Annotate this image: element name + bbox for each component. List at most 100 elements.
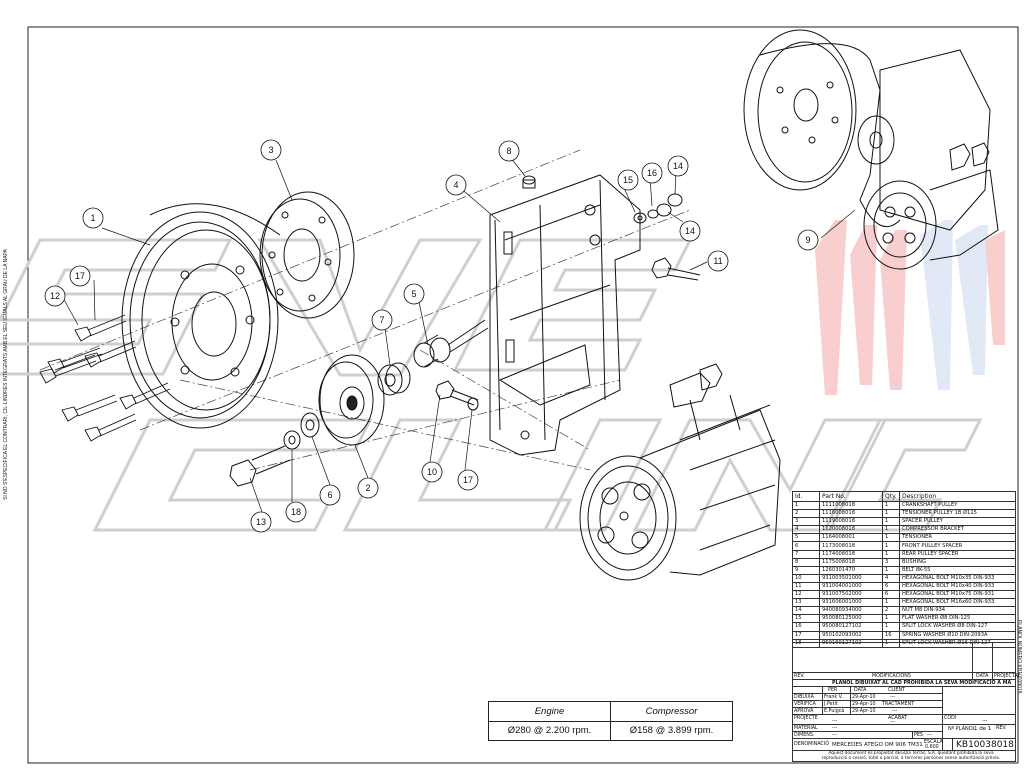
bom-cell-part-no: 1173008018: [819, 541, 883, 551]
rpm-value-engine: Ø280 @ 2.200 rpm.: [488, 720, 611, 741]
tb-plano-label: Nº PLÀNOL: [948, 726, 976, 732]
tb-cad-notice: PLÀNOL DIBUIXAT AL CAD PROHIBIDA LA SEVA…: [832, 680, 1012, 686]
tb-tractament-value: ---: [892, 708, 898, 714]
tb-verifica-by: J.Petit: [824, 701, 838, 707]
callout-16: 16: [646, 168, 657, 178]
bom-cell-description: SPRING WASHER Ø10 DIN-2093A: [899, 630, 1016, 640]
bom-cell-description: HEXAGONAL BOLT M10x35 DIN-933: [899, 573, 1016, 583]
bom-cell-id: 6: [792, 541, 820, 551]
tb-client-label: CLIENT: [888, 687, 905, 693]
bom-cell-id: 4: [792, 525, 820, 535]
bom-cell-part-no: 1164008001: [819, 533, 883, 543]
bom-cell-description: FRONT PULLEY SPACER: [899, 541, 1016, 551]
tb-tractament-label: TRACTAMENT: [882, 701, 915, 707]
bom-header-id: Id.: [792, 491, 820, 502]
title-block: REV. MODIFICACIONS DATA PROJECTAT PLÀNOL…: [792, 642, 1020, 762]
tb-dibuixa-date: 29-Apr-10: [852, 694, 876, 700]
tb-escala-label: ESCALA: [924, 739, 943, 745]
bom-cell-qty: 1: [882, 598, 900, 608]
callout-1: 1: [90, 213, 96, 223]
logo-stripes: [815, 220, 1005, 395]
callout-10: 10: [426, 467, 437, 477]
bom-cell-description: HEXAGONAL BOLT M10x40 DIN-933: [899, 581, 1016, 592]
bom-cell-part-no: 950102093002: [819, 630, 883, 640]
part-spacer-pulley: [259, 191, 355, 319]
bom-cell-qty: 6: [882, 590, 900, 600]
bom-cell-id: 9: [792, 565, 820, 575]
callout-5: 5: [411, 289, 417, 299]
rpm-header-engine: Engine: [488, 701, 611, 722]
assembled-view: [743, 29, 999, 270]
bom-cell-qty: 1: [882, 614, 900, 624]
bom-cell-part-no: 1120008018: [819, 525, 883, 535]
callout-15: 15: [622, 175, 633, 185]
bom-cell-qty: 3: [882, 557, 900, 567]
bom-header-part-no: Part No.: [819, 491, 883, 502]
bom-cell-qty: 6: [882, 581, 900, 592]
tb-dimens-label: DIMENS.: [794, 732, 815, 738]
bom-cell-id: 12: [792, 590, 820, 600]
tb-denominacio-value: MERCEDES ATEGO OM 906 TM31: [832, 742, 923, 748]
tb-pes-value: ---: [927, 732, 933, 738]
bom-cell-part-no: 950080125000: [819, 614, 883, 624]
bom-cell-part-no: 1116008018: [819, 509, 883, 519]
tb-acabat-value: ---: [890, 719, 896, 725]
rpm-header-compressor: Compressor: [610, 701, 733, 722]
bom-cell-qty: 1: [882, 517, 900, 527]
tb-material-value: ---: [832, 725, 838, 731]
part-front-pulley-spacer: [300, 412, 320, 438]
bom-cell-description: BUSHING: [899, 557, 1016, 567]
callout-7: 7: [379, 315, 385, 325]
callout-4: 4: [453, 180, 459, 190]
tb-material-label: MATERIAL: [794, 725, 818, 731]
tb-projecte-value: ---: [832, 718, 838, 724]
bom-cell-id: 10: [792, 573, 820, 583]
bom-cell-qty: 16: [882, 630, 900, 640]
bom-cell-qty: 1: [882, 622, 900, 632]
bom-cell-part-no: 950080127102: [819, 622, 883, 632]
bom-cell-id: 14: [792, 606, 820, 616]
tb-date-col: DATA: [854, 687, 867, 693]
bom-cell-description: TENSIONER PULLEY 1B Ø115: [899, 509, 1016, 519]
tb-aprova-by: E.Puigcà: [824, 708, 845, 714]
tb-dimens-value: ---: [832, 732, 838, 738]
callout-11: 11: [713, 256, 723, 266]
bom-cell-part-no: 1174008018: [819, 549, 883, 559]
tb-escala-value: 0.600: [925, 745, 939, 750]
callout-17: 17: [74, 271, 85, 281]
tb-client-value: ---: [890, 694, 896, 700]
bom-cell-id: 2: [792, 509, 820, 519]
bom-cell-qty: 1: [882, 525, 900, 535]
bom-cell-id: 3: [792, 517, 820, 527]
tb-date-label: DATA: [976, 674, 989, 679]
bom-header-qty: Qty.: [882, 491, 900, 502]
bom-cell-description: TENSIONER: [899, 533, 1016, 543]
part-hex-bolts-m10x75: [39, 314, 171, 442]
right-margin-note: PLÀNOL NÚMERO KB10038018: [1016, 620, 1022, 694]
tb-acabat-label: ACABAT: [888, 715, 907, 721]
rpm-table: Engine Compressor Ø280 @ 2.200 rpm. Ø158…: [488, 701, 733, 741]
bom-cell-part-no: 931004001000: [819, 581, 883, 592]
bom-cell-description: CRANKSHAFT PULLEY: [899, 500, 1016, 511]
tb-dibuixa-label: DIBUIXA: [794, 694, 814, 700]
callout-18: 18: [290, 507, 301, 517]
bom-cell-id: 7: [792, 549, 820, 559]
bom-cell-part-no: 931007502000: [819, 590, 883, 600]
tb-denominacio-label: DENOMINACIÓ: [794, 742, 829, 747]
tb-project-label: PROJECTAT: [994, 674, 1021, 679]
tb-dibuixa-by: Frank V.: [824, 694, 843, 700]
bom-cell-description: SPLIT LOCK WASHER Ø8 DIN-127: [899, 622, 1016, 632]
